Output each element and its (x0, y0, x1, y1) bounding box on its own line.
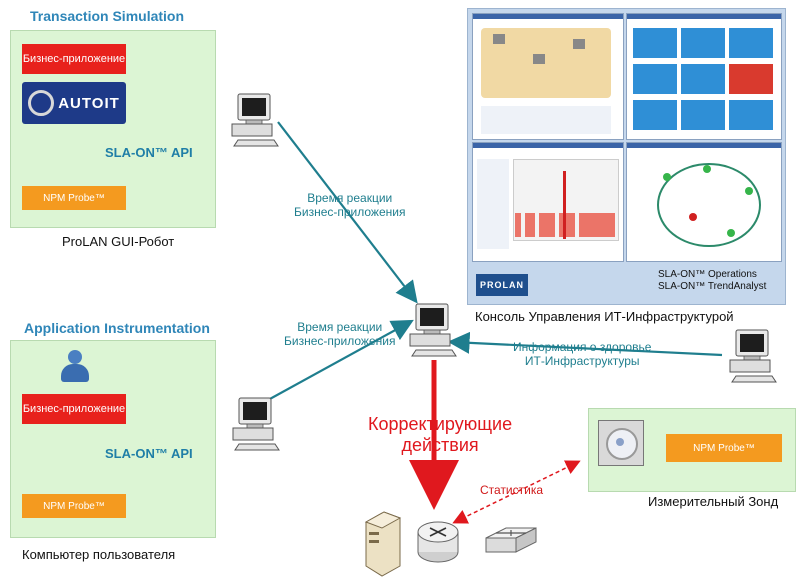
arrow-health (447, 331, 723, 357)
sla-on-api-label: SLA-ON™ API (105, 446, 193, 461)
arrow-statistics (452, 460, 581, 524)
console-screenshot-dashboard (626, 13, 782, 140)
sla-on-api-label: SLA-ON™ API (105, 145, 193, 160)
autoit-logo: AUTOIT (22, 82, 126, 124)
management-computer-icon (409, 303, 457, 357)
prolan-brand-logo: PROLAN (476, 274, 528, 296)
user-icon (60, 350, 90, 384)
business-app-box: Бизнес-приложение (22, 394, 126, 424)
computer-icon (231, 93, 279, 147)
npm-probe-box: NPM Probe™ (22, 494, 126, 518)
switch-icon (485, 527, 537, 553)
probe-appliance-icon (598, 420, 644, 466)
npm-probe-box: NPM Probe™ (22, 186, 126, 210)
user-computer-caption: Компьютер пользователя (22, 547, 176, 562)
router-icon (417, 521, 459, 563)
npm-probe-box: NPM Probe™ (666, 434, 782, 462)
arrow-response-mid (267, 319, 414, 401)
application-instrumentation-title: Application Instrumentation (24, 320, 210, 336)
arrow-response-top (277, 121, 418, 304)
computer-icon (729, 329, 777, 383)
product-sla-on-trendanalyst: SLA-ON™ TrendAnalyst (658, 281, 767, 292)
management-console-caption: Консоль Управления ИТ-Инфраструктурой (475, 309, 734, 324)
transaction-simulation-title: Transaction Simulation (30, 8, 185, 24)
server-icon (364, 511, 402, 577)
autoit-ring-icon (28, 90, 55, 116)
product-sla-on-operations: SLA-ON™ Operations (658, 269, 757, 280)
measurement-probe-caption: Измерительный Зонд (648, 494, 779, 509)
autoit-logo-text: AUTOIT (58, 94, 120, 112)
console-screenshot-topology (626, 142, 782, 262)
management-console-collage: PROLAN SLA-ON™ Operations SLA-ON™ TrendA… (467, 8, 786, 305)
prolan-gui-robot-caption: ProLAN GUI-Робот (62, 234, 175, 249)
console-screenshot-map (472, 13, 624, 140)
computer-icon (232, 397, 280, 451)
business-app-box: Бизнес-приложение (22, 44, 126, 74)
statistics-label: Статистика (480, 483, 544, 497)
console-screenshot-trend (472, 142, 624, 262)
